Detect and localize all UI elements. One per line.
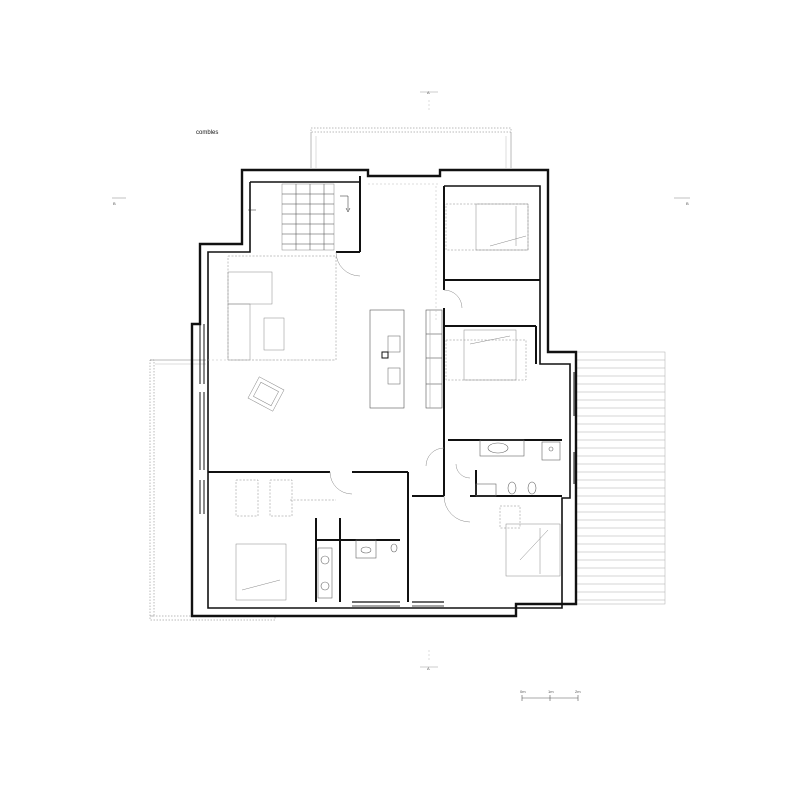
bedroom-bottom-right <box>499 505 561 577</box>
bedroom-bottom-left <box>235 479 336 601</box>
scale-bar: 0m 1m 2m <box>520 689 581 701</box>
scale-label-0: 0m <box>520 689 526 694</box>
scale-label-2: 2m <box>575 689 581 694</box>
roof-edge-hatch <box>149 127 512 621</box>
plan-title: combles <box>196 130 218 136</box>
bedroom-middle-right <box>445 329 527 381</box>
section-marker-right: B <box>674 197 690 206</box>
roof-projection <box>208 183 440 361</box>
section-marker-bottom: A <box>420 650 438 671</box>
kitchen-island <box>369 309 443 409</box>
interior-wall-line <box>207 181 571 609</box>
terrace-slats <box>575 351 666 605</box>
section-label-right: B <box>686 201 689 206</box>
bedroom-top-right <box>445 203 529 251</box>
door-swings <box>329 251 471 607</box>
interior-walls <box>208 176 562 602</box>
exterior-wall <box>190 168 578 618</box>
section-label-left: B <box>113 201 116 206</box>
windows <box>199 324 575 514</box>
section-marker-left: B <box>112 197 126 206</box>
section-label-top: A <box>427 90 430 95</box>
living-room <box>227 255 337 412</box>
section-marker-top: A <box>420 90 438 110</box>
bathroom-fixtures <box>317 439 561 599</box>
section-label-bottom: A <box>427 666 430 671</box>
staircase <box>248 183 351 251</box>
scale-label-1: 1m <box>548 689 554 694</box>
